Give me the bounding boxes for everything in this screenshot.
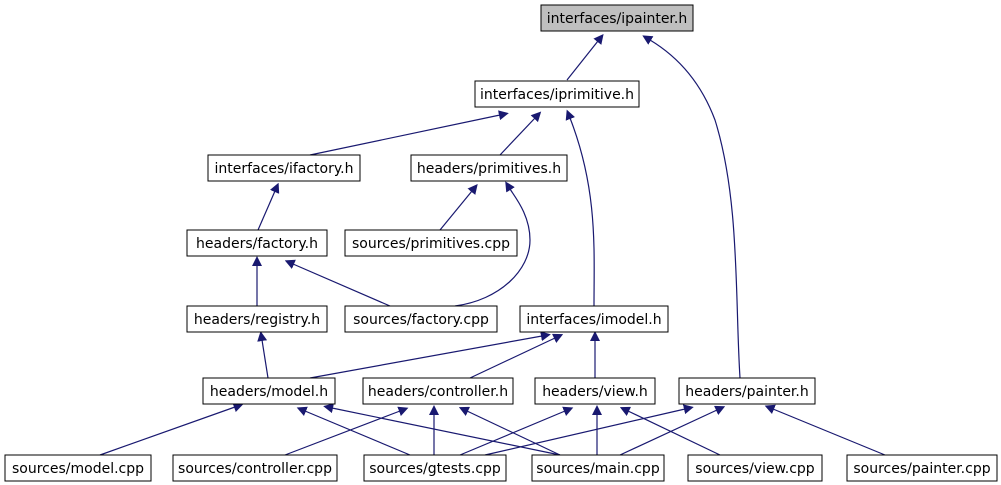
node-factory-h[interactable]: headers/factory.h <box>186 229 328 257</box>
node-main-cpp[interactable]: sources/main.cpp <box>531 454 665 482</box>
node-label: sources/view.cpp <box>695 461 814 477</box>
node-view-h[interactable]: headers/view.h <box>534 377 656 405</box>
node-label: sources/painter.cpp <box>853 461 990 477</box>
edge-controller-cpp-to-controller-h <box>284 406 409 456</box>
node-label: sources/factory.cpp <box>353 312 489 328</box>
node-primitives-h[interactable]: headers/primitives.h <box>410 154 568 182</box>
node-view-cpp[interactable]: sources/view.cpp <box>687 454 823 482</box>
edge-model-h-to-registry-h <box>257 331 269 379</box>
node-label: sources/primitives.cpp <box>352 236 510 252</box>
node-box <box>172 454 338 482</box>
node-box <box>540 4 694 32</box>
node-label: sources/main.cpp <box>536 461 660 477</box>
node-box <box>4 454 152 482</box>
edge-view-cpp-to-view-h <box>619 406 721 456</box>
node-label: interfaces/iprimitive.h <box>480 87 634 103</box>
node-box <box>534 377 656 405</box>
node-box <box>363 454 507 482</box>
node-box <box>846 454 998 482</box>
node-registry-h[interactable]: headers/registry.h <box>186 305 328 333</box>
edge-model-cpp-to-model-h <box>99 402 244 456</box>
node-painter-h[interactable]: headers/painter.h <box>678 377 816 405</box>
node-box <box>344 305 498 333</box>
node-box <box>207 154 361 182</box>
edge-painter-cpp-to-painter-h <box>764 404 886 456</box>
node-model-h[interactable]: headers/model.h <box>202 377 336 405</box>
node-factory-cpp[interactable]: sources/factory.cpp <box>344 305 498 333</box>
node-controller-h[interactable]: headers/controller.h <box>362 377 514 405</box>
node-box <box>186 229 328 257</box>
node-label: headers/controller.h <box>368 384 508 400</box>
edge-primitives-h-to-iprimitive <box>499 111 542 156</box>
node-painter-cpp[interactable]: sources/painter.cpp <box>846 454 998 482</box>
node-label: sources/model.cpp <box>12 461 144 477</box>
node-label: interfaces/ipainter.h <box>547 11 687 27</box>
node-box <box>202 377 336 405</box>
node-box <box>678 377 816 405</box>
edge-main-cpp-to-painter-h <box>619 405 726 456</box>
node-label: headers/registry.h <box>194 312 320 328</box>
node-ipainter[interactable]: interfaces/ipainter.h <box>540 4 694 32</box>
node-label: headers/view.h <box>542 384 648 400</box>
edge-factory-cpp-to-factory-h <box>284 259 391 307</box>
node-iprimitive[interactable]: interfaces/iprimitive.h <box>474 80 640 108</box>
node-imodel[interactable]: interfaces/imodel.h <box>519 305 669 333</box>
node-label: interfaces/imodel.h <box>526 312 661 328</box>
edge-factory-cpp-to-primitives-h <box>454 181 531 307</box>
node-box <box>687 454 823 482</box>
node-box <box>186 305 328 333</box>
edge-gtests-cpp-to-view-h <box>459 406 574 456</box>
edge-painter-h-to-ipainter <box>642 35 741 379</box>
edge-controller-h-to-imodel <box>469 333 564 379</box>
node-gtests-cpp[interactable]: sources/gtests.cpp <box>363 454 507 482</box>
edge-gtests-cpp-to-model-h <box>296 406 411 456</box>
edge-gtests-cpp-to-painter-h <box>484 404 694 456</box>
node-box <box>362 377 514 405</box>
node-ifactory[interactable]: interfaces/ifactory.h <box>207 154 361 182</box>
node-box <box>344 229 518 257</box>
node-controller-cpp[interactable]: sources/controller.cpp <box>172 454 338 482</box>
node-box <box>410 154 568 182</box>
dependency-edges <box>99 33 886 456</box>
node-model-cpp[interactable]: sources/model.cpp <box>4 454 152 482</box>
node-label: interfaces/ifactory.h <box>215 161 354 177</box>
edge-factory-h-to-ifactory <box>257 182 280 231</box>
node-label: headers/primitives.h <box>417 161 561 177</box>
node-label: headers/model.h <box>210 384 328 400</box>
node-box <box>531 454 665 482</box>
edge-primitives-cpp-to-primitives-h <box>439 184 478 231</box>
node-label: sources/gtests.cpp <box>369 461 501 477</box>
edge-iprimitive-to-ipainter <box>566 33 604 81</box>
edge-ifactory-to-iprimitive <box>309 110 509 156</box>
node-label: headers/factory.h <box>196 236 318 252</box>
node-box <box>519 305 669 333</box>
edge-main-cpp-to-model-h <box>323 403 561 456</box>
node-label: headers/painter.h <box>685 384 808 400</box>
file-nodes: interfaces/ipainter.h interfaces/iprimit… <box>4 4 998 482</box>
node-primitives-cpp[interactable]: sources/primitives.cpp <box>344 229 518 257</box>
node-box <box>474 80 640 108</box>
edge-model-h-to-imodel <box>309 331 551 379</box>
edge-imodel-to-iprimitive <box>565 109 595 307</box>
node-label: sources/controller.cpp <box>178 461 332 477</box>
